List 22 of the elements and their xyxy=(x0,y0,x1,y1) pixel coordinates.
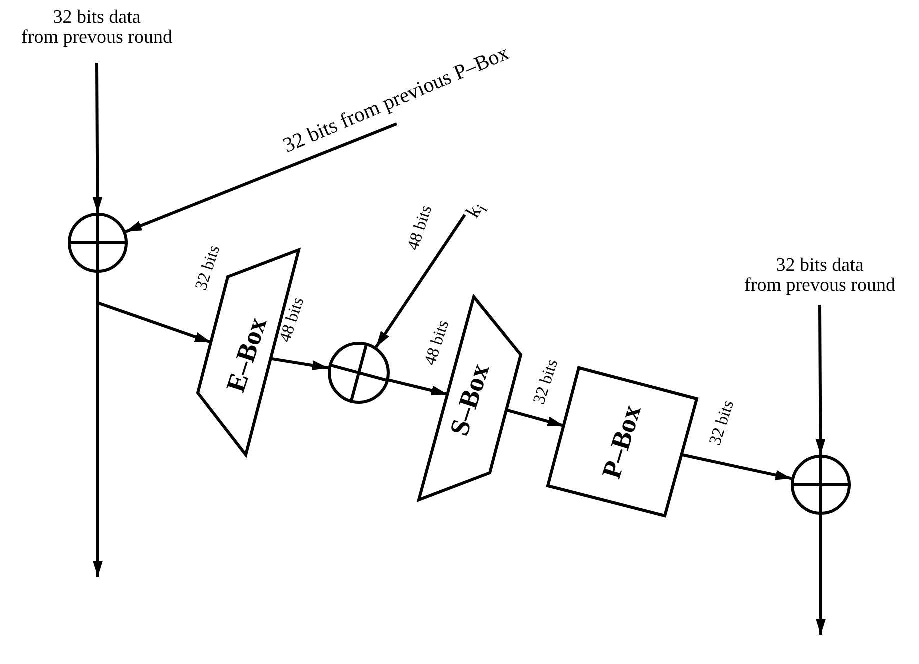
arrow xyxy=(375,214,466,348)
edge-label: 48 bits xyxy=(403,203,437,253)
arrow xyxy=(681,453,792,480)
arrow xyxy=(816,515,826,635)
xor-circle xyxy=(68,213,128,273)
box-label: P–Box xyxy=(596,402,648,482)
input-label: 32 bits data from prevous round xyxy=(744,256,896,296)
arrow xyxy=(270,357,329,370)
edge-label: 32 bits xyxy=(705,398,739,448)
arrow xyxy=(816,305,826,455)
arrow xyxy=(506,408,564,428)
arrow xyxy=(96,273,212,344)
input-label: 32 bits data from prevous round xyxy=(22,8,172,48)
edge-label: 32 bits xyxy=(529,357,563,407)
arrow xyxy=(388,378,448,396)
arrow xyxy=(125,122,398,234)
edge-label: 32 bits xyxy=(191,243,225,293)
box-label: E–Box xyxy=(220,314,274,396)
edge-label: 48 bits xyxy=(275,295,309,345)
xor-circle xyxy=(328,342,390,404)
xor-circle xyxy=(791,455,851,515)
arrow xyxy=(92,63,103,213)
